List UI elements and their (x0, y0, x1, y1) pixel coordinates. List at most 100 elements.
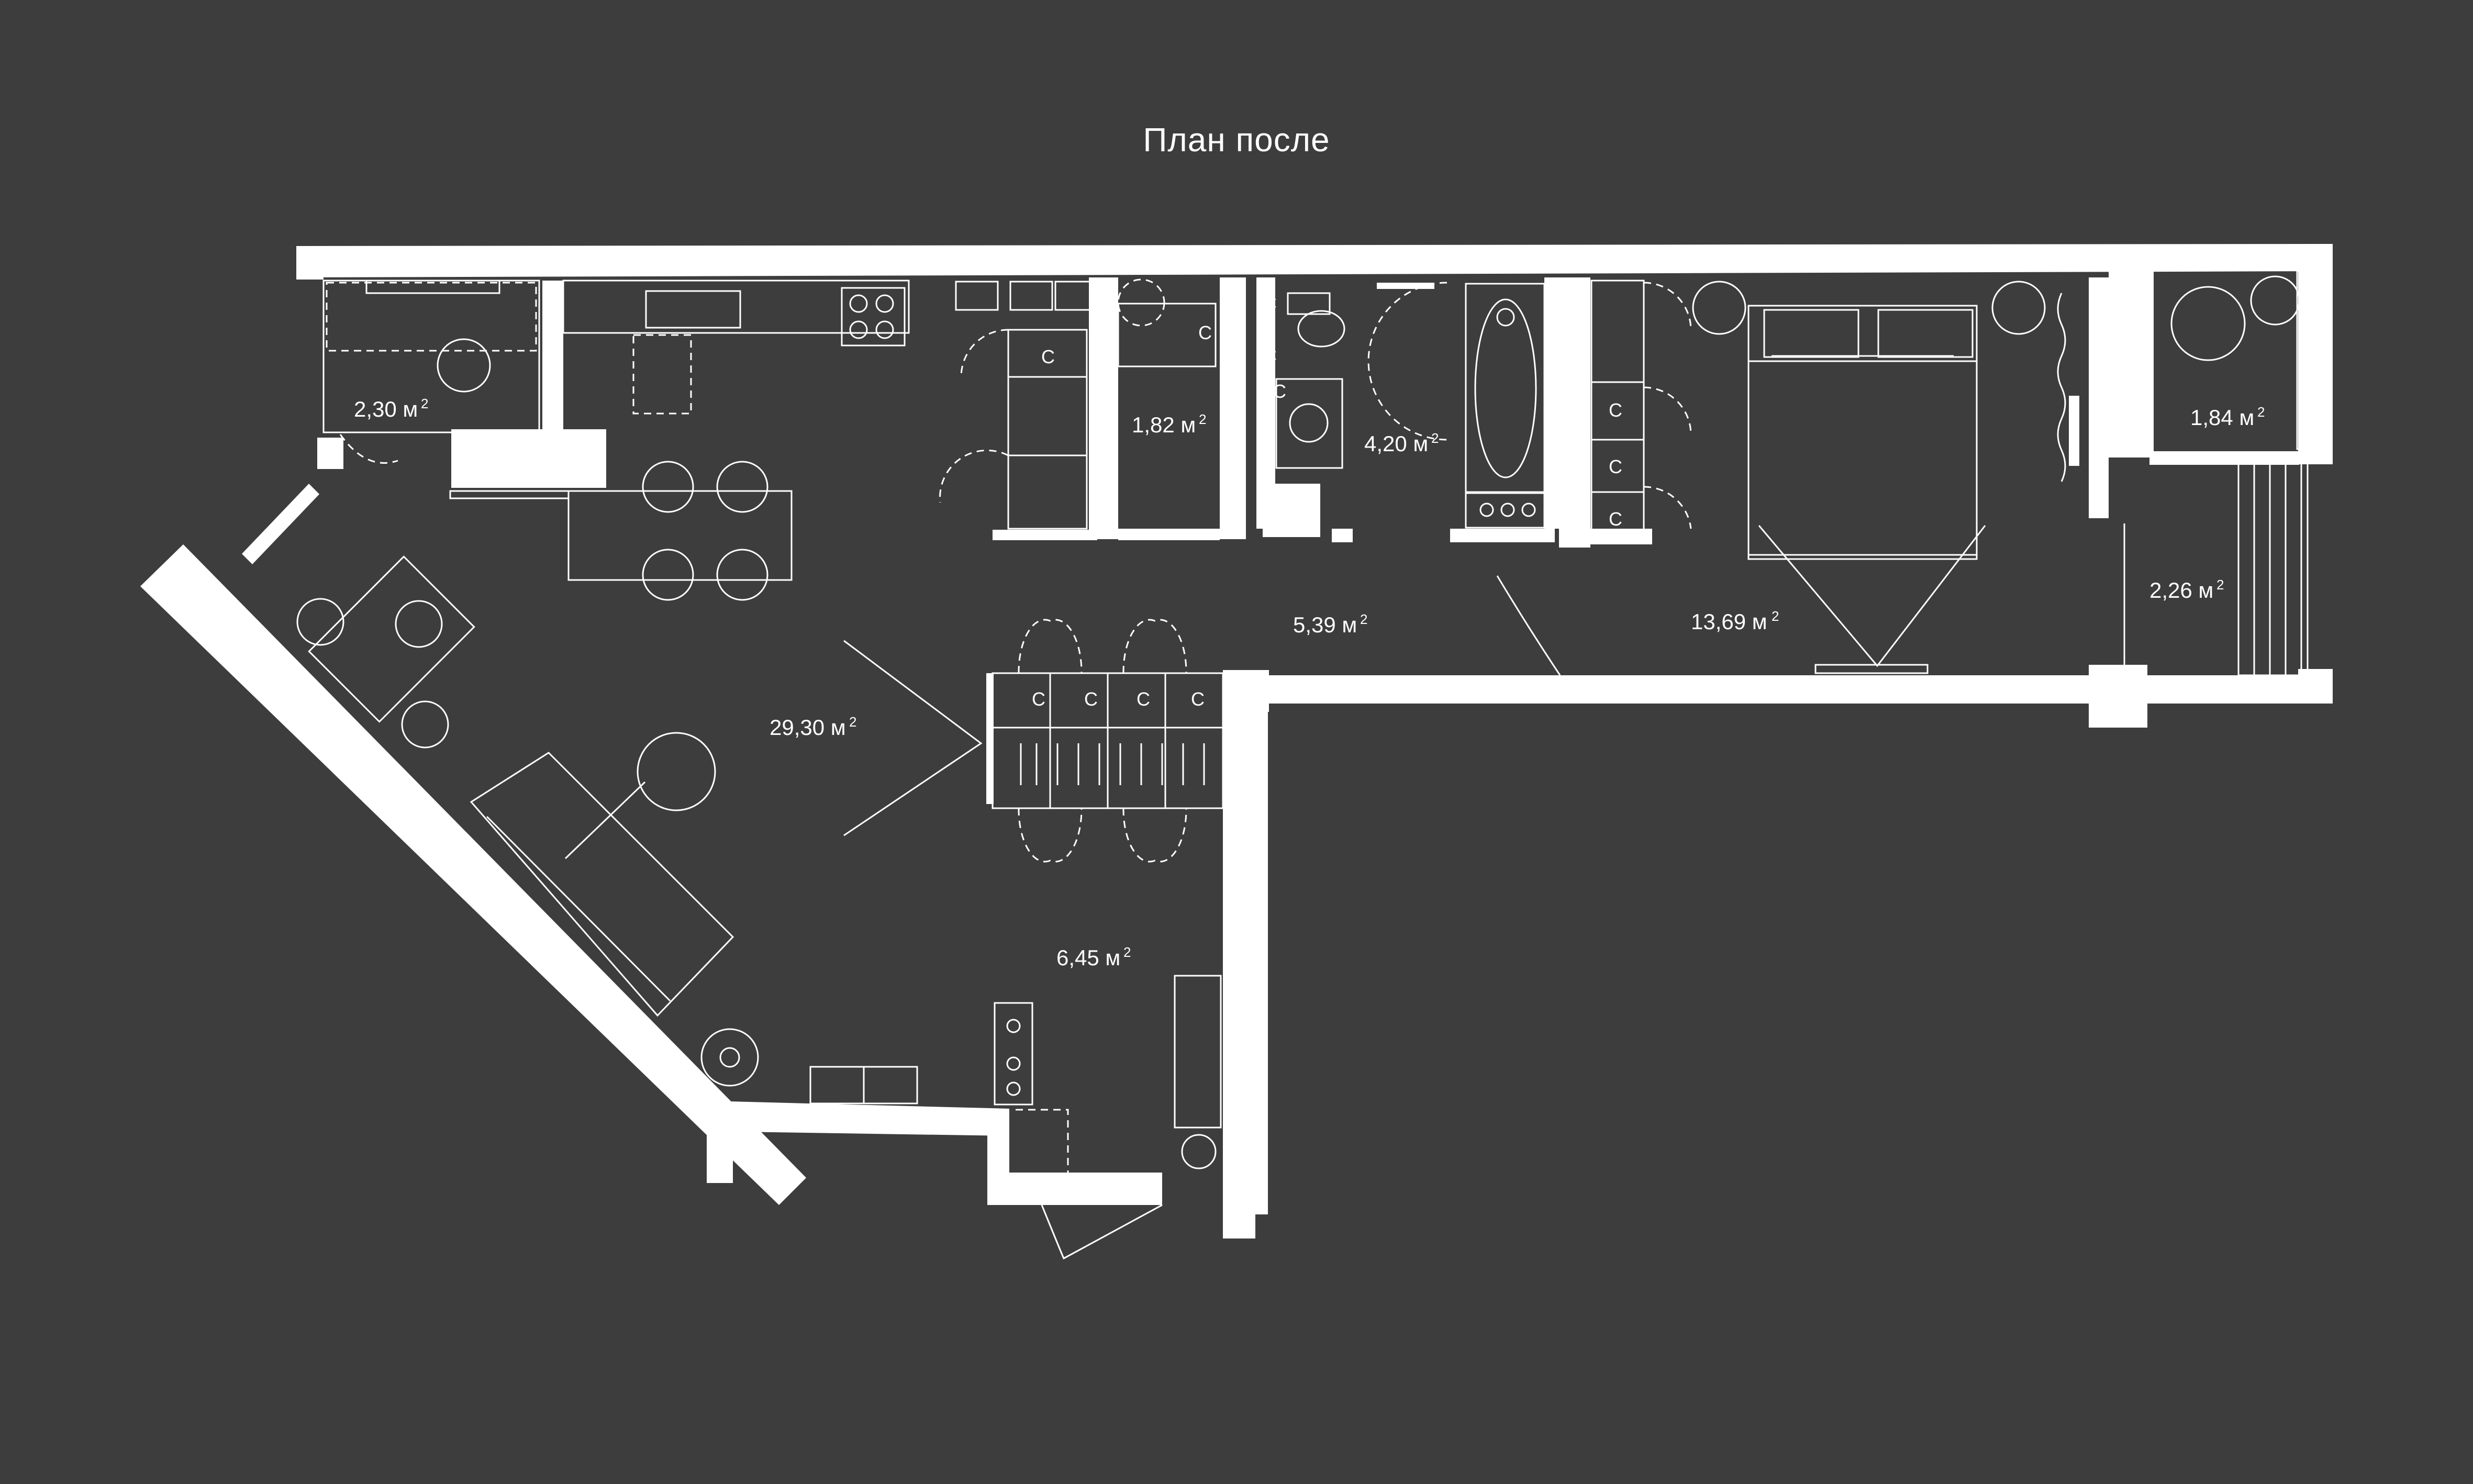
bathroom-sink-bowl (1289, 403, 1329, 443)
cabinet-mark: С (1263, 345, 1277, 366)
cabinet-mark: С (1041, 346, 1055, 367)
wc-small-cabinet (1117, 303, 1217, 367)
window-door-arc (339, 434, 398, 464)
balcony-table (2250, 275, 2300, 326)
wardrobe-door-arc-2 (939, 449, 1009, 503)
bathroom-door-arc (1367, 282, 1447, 441)
cabinet-marks: С С С С С С С С С С С С (1032, 293, 1622, 710)
cabinet-mark: С (1273, 381, 1286, 402)
room-label-wc-small: 1,82 м (1132, 412, 1196, 437)
wall-loggia-left (2109, 269, 2154, 458)
hall-wardrobe-arc-2 (1122, 619, 1187, 674)
bedroom-curtain (2057, 293, 2066, 482)
room-label-hall-corridor: 5,39 м (1293, 612, 1357, 637)
room-sup-balcony-right: 2 (2257, 404, 2265, 420)
bathroom-drain (1496, 308, 1515, 327)
wall-wardrobe-right (1089, 277, 1105, 539)
kitchen-hob (841, 287, 906, 347)
bathroom-knob-2 (1500, 503, 1515, 517)
cabinet-mark: С (1137, 688, 1150, 710)
bathroom-shelf (1465, 491, 1545, 529)
hob-burner-3 (849, 320, 868, 339)
wall-wc-right (1220, 277, 1246, 539)
bed-blanket (1747, 360, 1978, 556)
room-label-living-kitchen: 29,30 м (770, 715, 846, 740)
radiator-block-3 (1054, 281, 1098, 311)
room-label-entrance-hall: 6,45 м (1056, 945, 1120, 970)
entrance-dash (1016, 1109, 1069, 1173)
room-label-storage-left: 2,30 м (354, 397, 418, 421)
storage-dash (326, 282, 537, 352)
room-sup-entrance-hall: 2 (1123, 944, 1131, 960)
wall-bath-bottom2 (1450, 529, 1555, 542)
hob-burner-2 (875, 294, 894, 313)
wardrobe-door-arc-1 (960, 329, 1009, 377)
radiator-block-2 (1009, 281, 1053, 311)
kitchen-dash (632, 334, 692, 415)
room-sup-wc-small: 2 (1199, 411, 1206, 427)
entrance-door-arc (1041, 1204, 1163, 1260)
bar-stool-3 (642, 549, 694, 601)
dining-chair-3 (401, 700, 449, 749)
cabinet-mark: С (1609, 456, 1622, 477)
bed-door-swing (1758, 525, 1986, 667)
room-label-loggia: 2,26 м (2149, 578, 2213, 602)
bedroom-door-arc (1496, 575, 1561, 676)
furniture (296, 270, 2316, 1260)
bed-frame (1747, 305, 1978, 560)
bathroom-toilet (1297, 310, 1345, 348)
living-plant-inner (719, 1047, 740, 1068)
bathroom-tub-inner (1474, 298, 1537, 478)
wall-wc-bottom (1118, 529, 1220, 540)
bedroom-nightstand-right (1991, 281, 2046, 335)
room-sup-hall-corridor: 2 (1360, 611, 1367, 627)
loggia-stairs (2237, 460, 2309, 676)
hall-shoe-cabinet (994, 1002, 1033, 1106)
bathroom-sink (1275, 378, 1343, 469)
hall-hangers (1020, 743, 1205, 785)
wall-bottom-right (1267, 675, 2333, 704)
cabinet-mark: С (1191, 688, 1205, 710)
storage-shelf-top (365, 280, 500, 294)
hob-burner-1 (849, 294, 868, 313)
wall-bedroom-left (1559, 277, 1590, 548)
hall-wardrobe-arc-4 (1122, 808, 1187, 863)
wall-diagonal-stub (707, 1120, 733, 1183)
room-sup-storage-left: 2 (421, 396, 428, 411)
room-sup-living-kitchen: 2 (849, 714, 856, 730)
wall-bedroom-left-low (1589, 529, 1652, 544)
hall-shoe-knob-1 (1006, 1019, 1021, 1033)
bathroom-knob-3 (1521, 503, 1536, 517)
sofa-seat-line (564, 781, 646, 860)
wall-storage-corner (317, 438, 343, 469)
bar-stool-2 (716, 461, 768, 513)
radiator-block-1 (955, 281, 999, 311)
walls (140, 244, 2333, 1238)
sofa-back-line (486, 816, 671, 1002)
bedroom-wardrobe-arc-1 (1643, 282, 1692, 330)
bedroom-nightstand-left (1692, 281, 1746, 335)
wall-hall-bottom (987, 1173, 1162, 1205)
wall-diagonal (140, 544, 806, 1205)
kitchen-island (567, 490, 793, 581)
wall-diagonal-window (242, 484, 319, 564)
wall-loggia-top (2149, 451, 2299, 465)
room-label-bedroom: 13,69 м (1691, 609, 1767, 634)
bathroom-knob-1 (1479, 503, 1494, 517)
dining-chair-1 (296, 598, 344, 646)
wc-small-arc (1117, 278, 1165, 327)
bar-stool-1 (642, 461, 694, 513)
plan-title: План после (1143, 121, 1330, 159)
hall-bench (1174, 975, 1222, 1129)
wall-bath-wc-block (1263, 484, 1320, 537)
kitchen-counter (562, 280, 910, 334)
tv-view-lines (843, 640, 983, 836)
living-sofa (470, 752, 734, 1017)
cabinet-mark: С (1609, 399, 1622, 421)
wall-wardrobe-block (993, 530, 1097, 540)
kitchen-counter-end (451, 429, 606, 488)
wall-hall-right-bottom (1223, 1152, 1255, 1238)
hall-wardrobe-arc-1 (1018, 619, 1083, 674)
bedroom-wardrobe (1590, 280, 1645, 535)
